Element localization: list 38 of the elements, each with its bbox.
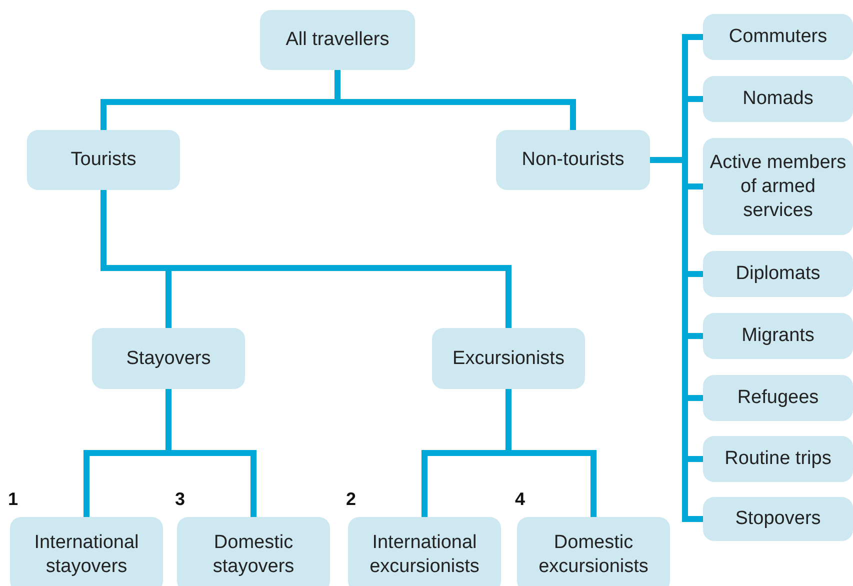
callout-number: 2 — [346, 489, 356, 509]
box-label: Refugees — [737, 386, 819, 410]
box-label: International excursionists — [368, 530, 480, 578]
rounded-box — [432, 328, 585, 389]
box-label: Nomads — [742, 87, 814, 111]
box-label: Diplomats — [736, 262, 820, 286]
rounded-box — [703, 497, 853, 541]
rounded-box — [27, 130, 180, 190]
rounded-box — [703, 76, 853, 122]
rounded-box — [703, 251, 853, 297]
callout-number: 4 — [515, 489, 526, 509]
rounded-box — [348, 517, 501, 586]
box-label: Routine trips — [724, 447, 832, 471]
rounded-box — [703, 436, 853, 482]
box-label: International stayovers — [33, 530, 140, 578]
rounded-box — [703, 375, 853, 421]
box-label: Commuters — [728, 25, 828, 49]
rounded-box — [517, 517, 670, 586]
callout-number: 3 — [175, 489, 186, 509]
rounded-box — [703, 14, 853, 60]
box-label: Non-tourists — [522, 148, 624, 172]
rounded-box — [92, 328, 245, 389]
rounded-box — [10, 517, 163, 586]
box-label: Domestic stayovers — [212, 530, 296, 578]
rounded-box — [703, 313, 853, 359]
rounded-box — [177, 517, 330, 586]
rounded-box — [703, 138, 853, 235]
box-label: Stayovers — [126, 346, 211, 370]
box-label: Excursionists — [452, 346, 564, 370]
box-label: All travellers — [286, 28, 390, 52]
box-label: Tourists — [70, 148, 136, 172]
box-label: Migrants — [742, 324, 814, 348]
rounded-box — [496, 130, 650, 190]
rounded-box — [260, 10, 415, 70]
box-label: Active members of armed services — [708, 150, 848, 222]
callout-number: 1 — [8, 489, 18, 509]
box-label: Stopovers — [735, 507, 821, 531]
box-label: Domestic excursionists — [538, 530, 650, 578]
